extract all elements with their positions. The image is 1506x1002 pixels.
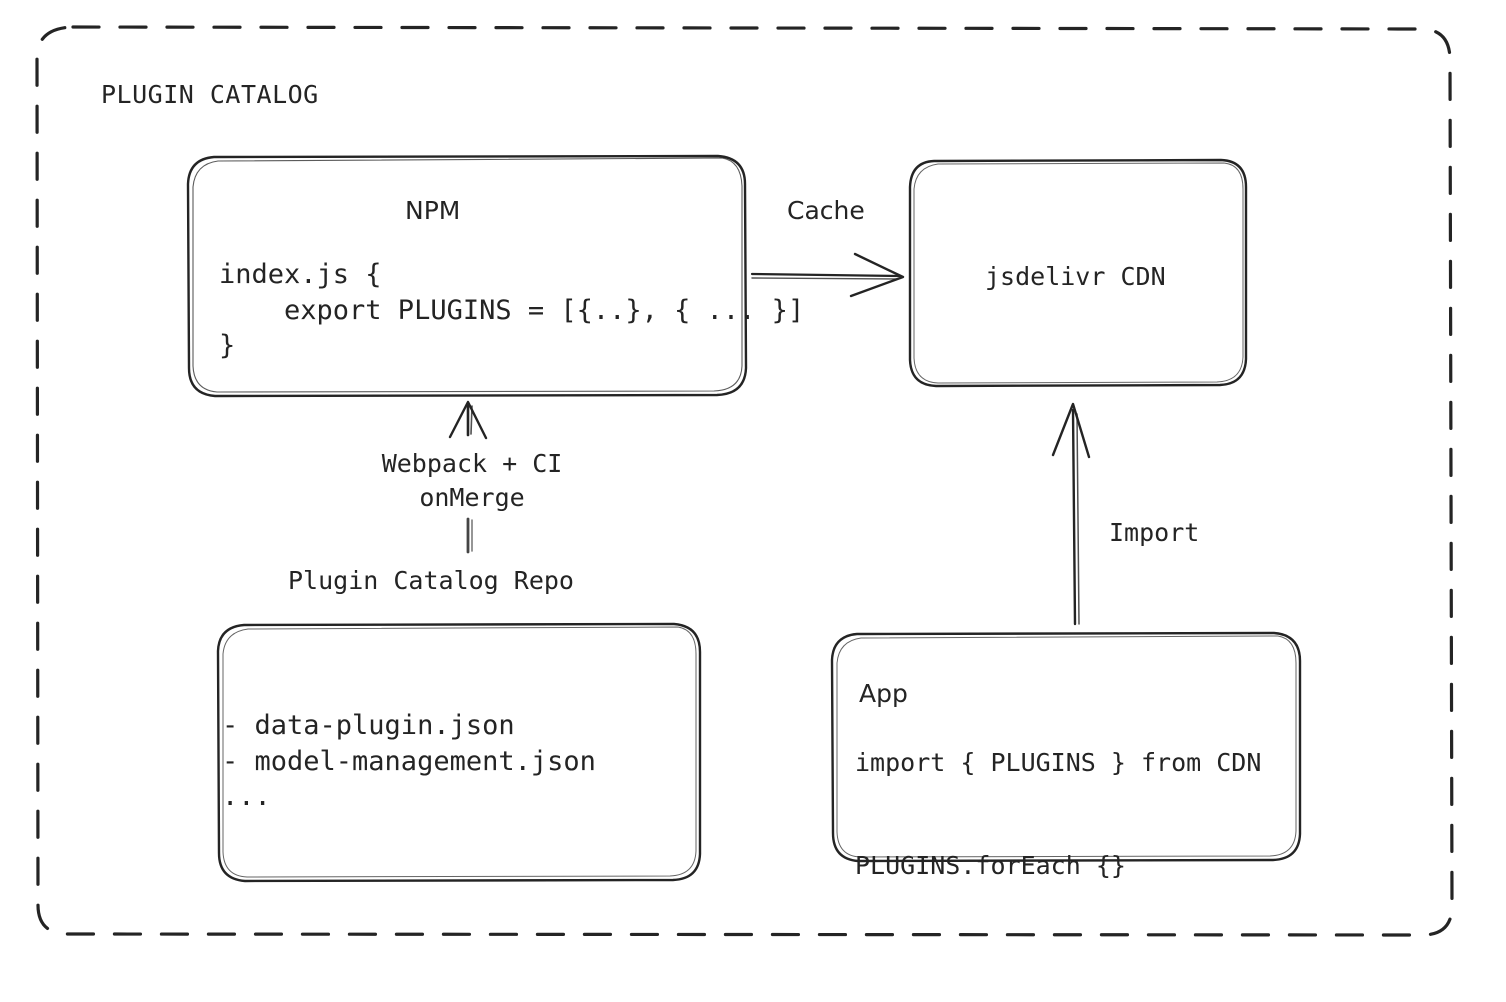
- cache-edge-label: Cache: [787, 196, 865, 225]
- app-node-code: import { PLUGINS } from CDN PLUGINS.forE…: [855, 748, 1262, 880]
- app-node-title: App: [859, 679, 908, 708]
- build-edge-label: Webpack + CI onMerge: [381, 449, 563, 512]
- repo-node-caption: Plugin Catalog Repo: [288, 566, 574, 595]
- npm-node-code: index.js { export PLUGINS = [{..}, { ...…: [219, 259, 805, 362]
- cdn-node-label: jsdelivr CDN: [985, 262, 1166, 291]
- import-arrow: [1051, 402, 1091, 626]
- page-title: PLUGIN CATALOG: [101, 80, 319, 109]
- import-edge-label: Import: [1109, 518, 1200, 547]
- repo-node-file-list: - data-plugin.json - model-management.js…: [222, 710, 596, 813]
- npm-node-title: NPM: [405, 196, 461, 225]
